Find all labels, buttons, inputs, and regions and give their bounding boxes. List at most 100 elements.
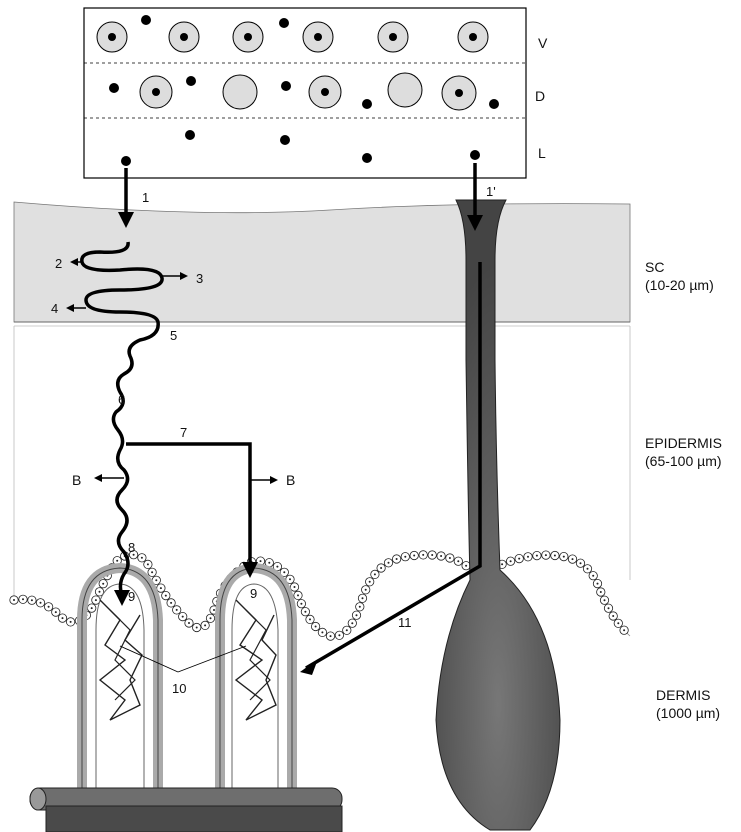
basal-cell-nucleus <box>396 558 398 560</box>
vehicle-label-d: D <box>535 88 545 104</box>
basal-cell-nucleus <box>283 571 285 573</box>
basal-cell-nucleus <box>268 562 270 564</box>
pathway-number-10: 10 <box>172 681 186 696</box>
basal-cell-nucleus <box>563 556 565 558</box>
basal-cell-nucleus <box>294 586 296 588</box>
vehicle-label-l: L <box>538 145 546 161</box>
layer-label-sc: SC <box>645 259 664 275</box>
basal-cell-nucleus <box>95 599 97 601</box>
basal-cell-nucleus <box>176 609 178 611</box>
basal-cell-nucleus <box>527 556 529 558</box>
pathway-number-1: 1 <box>142 190 149 205</box>
basal-cell-nucleus <box>359 606 361 608</box>
basal-cell-nucleus <box>623 629 625 631</box>
layer-label-epidermis: EPIDERMIS <box>645 435 722 451</box>
basal-cell-nucleus <box>413 555 415 557</box>
basal-cell-nucleus <box>141 557 143 559</box>
basal-cell-nucleus <box>116 560 118 562</box>
basal-cell-nucleus <box>170 602 172 604</box>
pathway-number-7: 7 <box>180 425 187 440</box>
basal-cell-nucleus <box>351 622 353 624</box>
basal-cell-nucleus <box>362 597 364 599</box>
basal-cell-nucleus <box>155 579 157 581</box>
pathway-number-5: 5 <box>170 328 177 343</box>
basal-cell-nucleus <box>260 560 262 562</box>
pathway-number-3: 3 <box>196 271 203 286</box>
basal-cell-nucleus <box>404 556 406 558</box>
pathway-number-4: 4 <box>51 301 58 316</box>
basal-cell-nucleus <box>62 617 64 619</box>
layer-thickness-epidermis: (65-100 µm) <box>645 453 722 469</box>
basal-cell-nucleus <box>510 560 512 562</box>
basal-cell-nucleus <box>48 606 50 608</box>
layer-thickness-sc: (10-20 µm) <box>645 277 714 293</box>
basal-cell-nucleus <box>501 563 503 565</box>
basal-cell-nucleus <box>449 557 451 559</box>
pathway-number-1-prime: 1' <box>486 184 496 199</box>
basal-cell-nucleus <box>309 618 311 620</box>
basal-cell-nucleus <box>580 562 582 564</box>
basal-cell-nucleus <box>22 598 24 600</box>
basal-cell-nucleus <box>380 567 382 569</box>
basal-cell-nucleus <box>160 587 162 589</box>
pathway-number-6: 6 <box>118 392 125 407</box>
basal-cell-nucleus <box>182 616 184 618</box>
binding-label-left: B <box>72 472 81 488</box>
basal-cell-nucleus <box>365 589 367 591</box>
basal-cell-nucleus <box>321 631 323 633</box>
basal-cell-nucleus <box>457 560 459 562</box>
binding-label-right: B <box>286 472 295 488</box>
basal-cell-nucleus <box>374 573 376 575</box>
blood-vessel <box>30 788 342 832</box>
basal-cell-nucleus <box>338 634 340 636</box>
basal-cell-nucleus <box>147 563 149 565</box>
basal-cell-nucleus <box>99 591 101 593</box>
basal-cell-nucleus <box>102 583 104 585</box>
basal-cell-nucleus <box>388 562 390 564</box>
basal-cell-nucleus <box>151 571 153 573</box>
basal-cell-nucleus <box>315 626 317 628</box>
basal-cell-nucleus <box>55 611 57 613</box>
basal-cell-nucleus <box>289 578 291 580</box>
basal-cell-nucleus <box>188 622 190 624</box>
basal-cell-nucleus <box>536 555 538 557</box>
basal-cell-nucleus <box>608 607 610 609</box>
pathway-number-8: 8 <box>128 540 135 555</box>
basal-cell-nucleus <box>40 602 42 604</box>
basal-cell-nucleus <box>592 575 594 577</box>
basal-cell-nucleus <box>369 581 371 583</box>
basal-cell-nucleus <box>276 566 278 568</box>
pathway-number-11: 11 <box>398 615 412 630</box>
basal-cell-nucleus <box>91 607 93 609</box>
basal-cell-nucleus <box>604 599 606 601</box>
basal-cell-nucleus <box>210 617 212 619</box>
basal-cell-nucleus <box>300 603 302 605</box>
pathway-number-2: 2 <box>55 256 62 271</box>
basal-cell-nucleus <box>572 558 574 560</box>
pathway-number-9-right: 9 <box>250 586 257 601</box>
basal-cell-nucleus <box>297 594 299 596</box>
basal-cell-nucleus <box>465 565 467 567</box>
dermal-papilla-right <box>220 568 292 800</box>
basal-cell-nucleus <box>13 599 15 601</box>
basal-cell-nucleus <box>304 611 306 613</box>
basal-cell-nucleus <box>545 554 547 556</box>
basal-cell-nucleus <box>440 555 442 557</box>
basal-cell-nucleus <box>165 595 167 597</box>
basal-cell-nucleus <box>204 624 206 626</box>
basal-cell-nucleus <box>600 591 602 593</box>
basal-cell-nucleus <box>597 583 599 585</box>
basal-cell-nucleus <box>356 614 358 616</box>
basal-cell-nucleus <box>554 555 556 557</box>
basal-cell-nucleus <box>70 621 72 623</box>
basal-cell-nucleus <box>31 599 33 601</box>
basal-cell-nucleus <box>612 615 614 617</box>
layer-thickness-dermis: (1000 µm) <box>656 705 720 721</box>
basal-cell-nucleus <box>213 609 215 611</box>
basal-cell-nucleus <box>196 627 198 629</box>
basal-cell-nucleus <box>422 554 424 556</box>
basal-cell-nucleus <box>518 558 520 560</box>
pathway-number-9-left: 9 <box>128 589 135 604</box>
layer-label-dermis: DERMIS <box>656 687 710 703</box>
